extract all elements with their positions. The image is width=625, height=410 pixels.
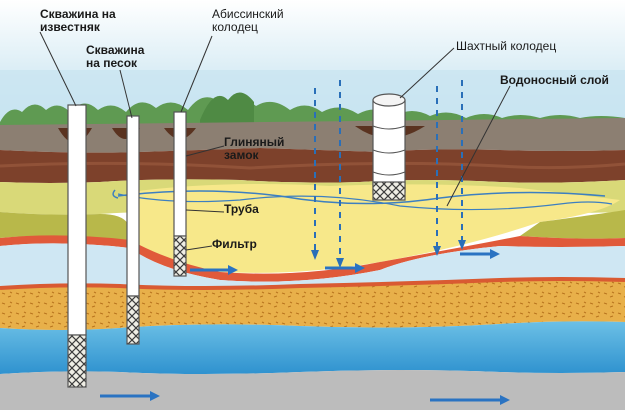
arrow-head [336,258,344,268]
label-mine-well: Шахтный колодец [456,39,557,53]
label-clay-lock: Глиняный замок [224,135,285,162]
filter-abyssinian-well [173,235,187,277]
flow-arrows [100,252,500,402]
arrow-head [500,395,510,405]
clay-stripe [0,161,625,170]
bedrock-layer [0,370,625,410]
seepage-line [117,193,613,211]
red-stripe [0,235,625,282]
sandy-gravel-layer [0,279,625,330]
olive-layer [0,212,130,240]
arrow-head [228,265,238,275]
infiltration-arrows [314,80,463,258]
filter-sand-well [126,295,140,345]
seepage-line [112,189,119,199]
pipe-abyssinian-well [173,111,187,237]
label-aquifer: Водоносный слой [500,73,609,87]
arrow-head [311,250,319,260]
aquifer-lens [130,184,620,273]
arrow-head [150,391,160,401]
arrow-head [458,240,466,250]
arrow-head [490,249,500,259]
seepage-line [117,190,606,205]
arrow-head [355,263,365,273]
label-filter: Фильтр [212,237,257,251]
label-pipe: Труба [224,202,259,216]
leader-lines [39,31,511,251]
pipe-limestone-well [67,104,87,336]
mine-well [372,93,406,201]
deep-water-layer [0,321,625,374]
label-abyssinian-well: Абиссинский колодец [212,7,284,34]
pipe-sand-well [126,115,140,297]
label-well-sand: Скважина на песок [86,43,145,70]
filter-limestone-well [67,334,87,388]
arrow-head [433,246,441,256]
olive-layer-right [520,210,625,239]
label-well-limestone: Скважина на известняк [40,7,116,34]
topsoil-layer [0,118,625,153]
red-stripe-lower [0,277,625,290]
